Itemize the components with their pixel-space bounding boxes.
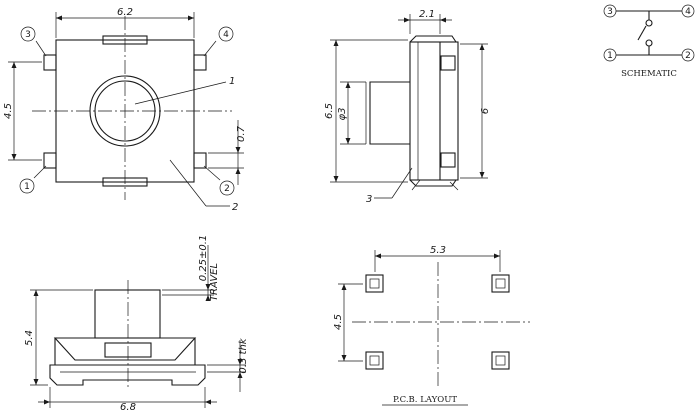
terminal-1: [43, 152, 57, 169]
dim-front-width-label: 6.8: [120, 402, 136, 413]
schematic: 3 4 1 2 SCHEMATIC: [603, 4, 695, 79]
side-terminal-lower: [440, 152, 456, 168]
dim-travel-caption: TRAVEL: [209, 263, 220, 301]
pin-bubble-4: [218, 26, 234, 42]
pcb-pad-bottom-left: [365, 351, 384, 370]
dim-actuator-label: φ3: [337, 108, 348, 121]
side-body-outline: [409, 41, 459, 181]
svg-text:2: 2: [224, 184, 230, 194]
dim-thickness-label: 0.3 thk: [238, 337, 249, 373]
svg-text:1: 1: [24, 182, 30, 192]
dim-front-height-label: 5.4: [24, 330, 35, 346]
dim-travel-label: 0.25±0.1: [198, 235, 209, 282]
terminal-4: [193, 54, 207, 71]
pcb-layout: 5.3 4.5 P.C.B. LAYOUT: [333, 245, 530, 406]
front-body-side: [54, 338, 196, 366]
dim-width-label: 6.2: [117, 7, 133, 18]
front-body-top: [53, 337, 197, 361]
pcb-pad-top-left: [365, 274, 384, 293]
schematic-caption: SCHEMATIC: [621, 69, 677, 79]
callout-2: 2: [232, 202, 238, 213]
front-plunger: [94, 289, 161, 339]
front-base: [49, 364, 206, 386]
side-terminal-upper: [440, 55, 456, 71]
pin-bubble-2: [219, 180, 235, 196]
callout-2-leader: [169, 159, 207, 207]
dim-depth-label: 2.1: [419, 9, 435, 20]
dim-terminal-label: 0.7: [236, 125, 247, 142]
front-window: [104, 342, 152, 358]
schematic-pin-3: 3: [607, 7, 613, 17]
callout-1-leader: [134, 81, 227, 105]
dim-length-label: 6: [480, 108, 491, 114]
svg-text:3: 3: [25, 30, 31, 40]
schematic-pin-4: 4: [685, 7, 691, 17]
dim-height-label: 4.5: [3, 103, 14, 119]
pin-bubble-1: [19, 178, 35, 194]
dim-body-label: 6.5: [324, 103, 335, 119]
front-view: 0.25±0.1 TRAVEL 5.4 6.8 0.3 thk: [24, 235, 249, 413]
callout-3: 3: [366, 194, 372, 205]
top-view: 6.2 4.5 0.7 3 4 1 2 1 2: [3, 7, 247, 213]
pcb-pad-top-right: [491, 274, 510, 293]
schematic-pin-1: 1: [607, 51, 613, 61]
callout-3-leader: [391, 167, 413, 199]
pin-bubble-3: [20, 26, 36, 42]
pcb-caption: P.C.B. LAYOUT: [393, 395, 457, 405]
pcb-pad-bottom-right: [491, 351, 510, 370]
dim-pcb-y-label: 4.5: [333, 314, 344, 330]
dim-pcb-x-label: 5.3: [430, 245, 446, 256]
side-actuator: [369, 81, 410, 145]
terminal-3: [43, 54, 57, 71]
svg-text:4: 4: [223, 30, 229, 40]
terminal-2: [193, 152, 207, 169]
schematic-switch-blade: [637, 25, 647, 41]
callout-1: 1: [229, 76, 235, 87]
schematic-pin-2: 2: [685, 51, 691, 61]
side-view: 2.1 6.5 φ3 6 3: [324, 9, 491, 205]
